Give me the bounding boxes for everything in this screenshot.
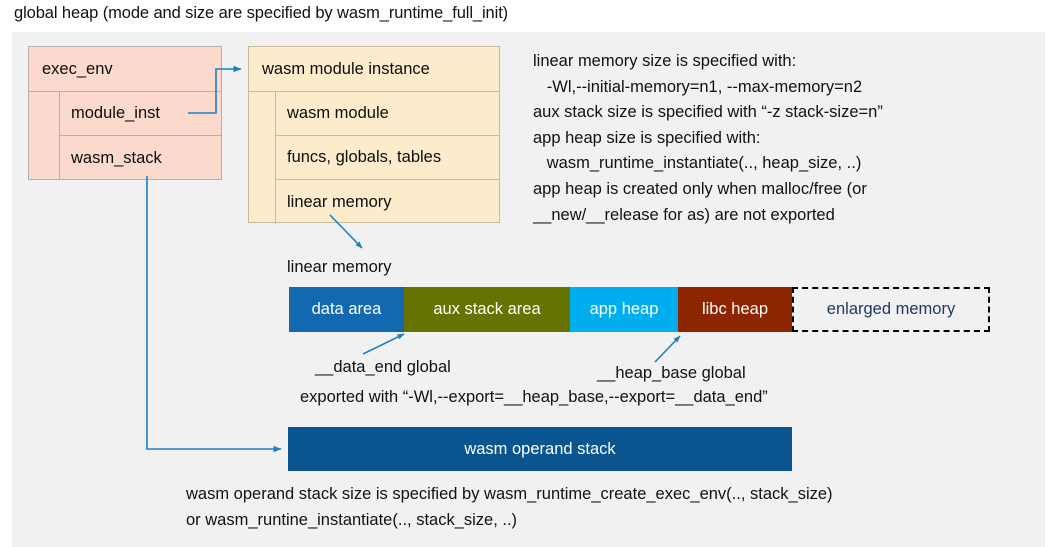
annotation-heap-base: __heap_base global — [597, 364, 746, 382]
exec-env-field-wasm-stack: wasm_stack — [59, 136, 221, 180]
wasm-module-instance-box: wasm module instance wasm module funcs, … — [248, 46, 500, 224]
memory-notes-text: linear memory size is specified with: -W… — [533, 52, 883, 224]
wasm-operand-stack-box: wasm operand stack — [288, 427, 792, 471]
annotation-data-end: __data_end global — [315, 358, 451, 376]
memory-segment-aux-stack-area: aux stack area — [404, 287, 570, 332]
exec-env-field-module-inst: module_inst — [59, 92, 221, 136]
annotation-exported: exported with “-Wl,--export=__heap_base,… — [300, 388, 768, 406]
module-instance-field-funcs-globals-tables: funcs, globals, tables — [275, 136, 499, 180]
exec-env-box: exec_env module_inst wasm_stack — [28, 46, 222, 180]
linear-memory-caption: linear memory — [287, 258, 392, 276]
module-instance-header: wasm module instance — [249, 47, 499, 92]
module-instance-field-wasm-module: wasm module — [275, 92, 499, 136]
module-instance-field-linear-memory: linear memory — [275, 180, 499, 224]
memory-segment-app-heap: app heap — [570, 287, 678, 332]
memory-segment-data-area: data area — [289, 287, 404, 332]
operand-stack-notes-text: wasm operand stack size is specified by … — [186, 485, 833, 529]
memory-segment-enlarged-memory: enlarged memory — [792, 287, 990, 332]
exec-env-header: exec_env — [29, 47, 221, 92]
page-title: global heap (mode and size are specified… — [14, 4, 509, 22]
memory-segment-libc-heap: libc heap — [678, 287, 792, 332]
